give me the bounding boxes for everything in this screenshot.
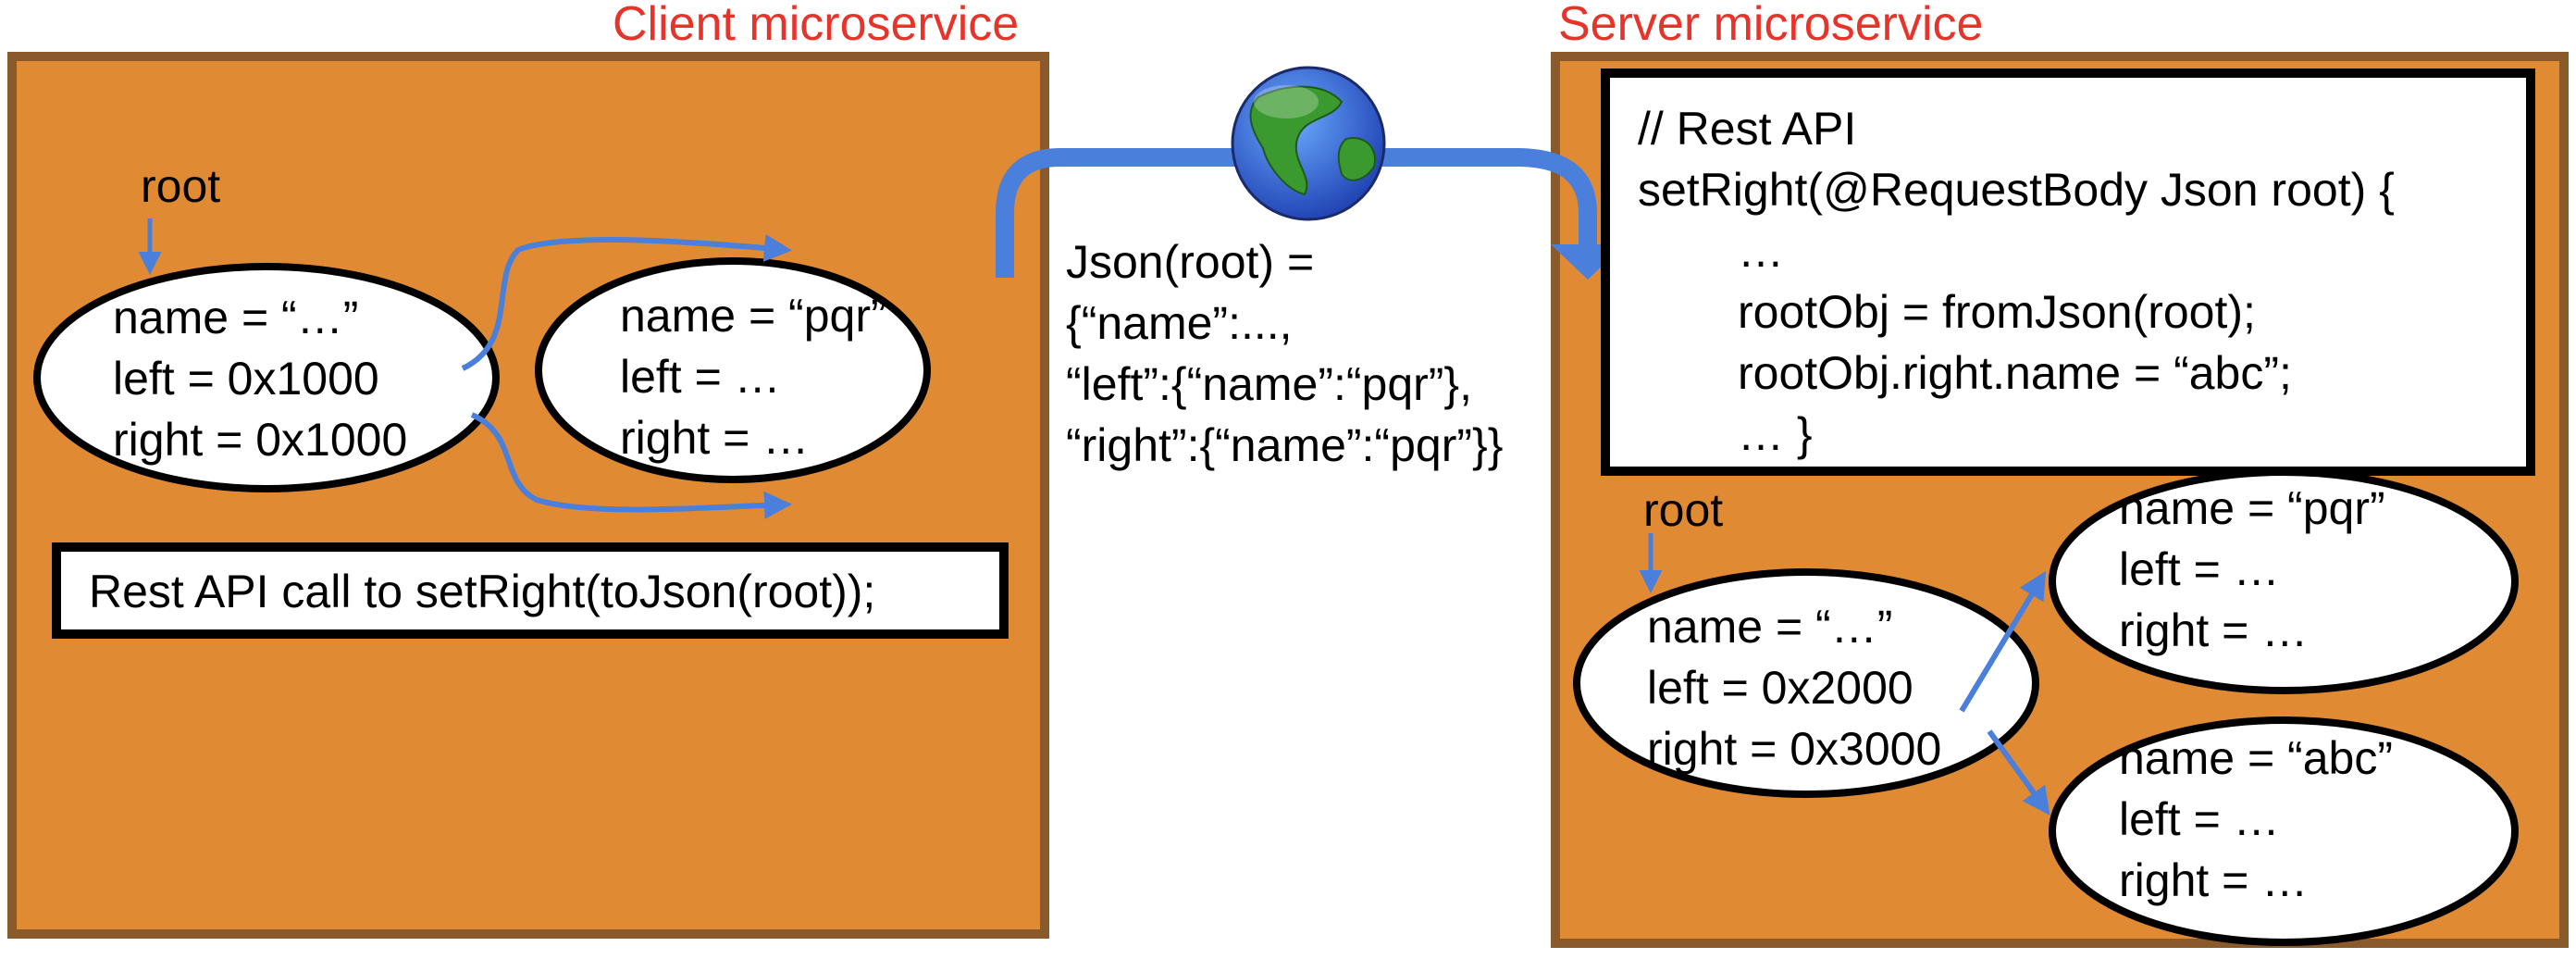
code-line-4: rootObj = fromJson(root);: [1738, 286, 2256, 338]
client-root-right: right = 0x1000: [113, 414, 408, 466]
server-right-right: right = …: [2119, 854, 2309, 906]
server-root-label: root: [1643, 484, 1724, 536]
json-line-2: {“name”:...,: [1066, 297, 1293, 349]
server-root-node: [1573, 568, 2039, 798]
server-right-node: [2049, 716, 2519, 946]
server-left-pointer-arrow: [1959, 570, 2047, 713]
client-panel: [7, 52, 1049, 939]
server-left-name: name = “pqr”: [2119, 482, 2385, 534]
server-right-name: name = “abc”: [2119, 732, 2393, 784]
client-root-left: left = 0x1000: [113, 353, 379, 405]
network-arrow: [996, 148, 1597, 278]
globe-icon: [1231, 66, 1386, 221]
client-root-label: root: [141, 160, 221, 212]
server-title: Server microservice: [1558, 0, 1984, 51]
code-line-2: setRight(@RequestBody Json root) {: [1638, 164, 2395, 216]
server-left-right: right = …: [2119, 604, 2309, 656]
client-left-pointer-arrow: [461, 233, 792, 371]
server-left-left: left = …: [2119, 543, 2280, 595]
client-call-box: Rest API call to setRight(toJson(root));: [52, 542, 1009, 639]
client-title: Client microservice: [613, 0, 1020, 51]
client-child-node: [535, 257, 931, 483]
client-call-text: Rest API call to setRight(toJson(root));: [89, 566, 876, 617]
code-line-3: …: [1738, 225, 1784, 277]
code-line-1: // Rest API: [1638, 103, 1857, 155]
code-line-5: rootObj.right.name = “abc”;: [1738, 347, 2292, 399]
server-code-box: // Rest API setRight(@RequestBody Json r…: [1601, 68, 2535, 476]
server-root-right: right = 0x3000: [1647, 723, 1942, 775]
json-line-4: “right”:{“name”:“pqr”}}: [1066, 419, 1504, 471]
server-right-left: left = …: [2119, 793, 2280, 845]
client-child-right: right = …: [620, 412, 810, 464]
client-child-left: left = …: [620, 351, 781, 403]
server-root-name: name = “…”: [1647, 601, 1893, 653]
client-root-name: name = “…”: [113, 292, 359, 343]
client-root-node: [33, 263, 500, 492]
json-line-1: Json(root) =: [1066, 236, 1315, 288]
code-line-6: … }: [1738, 408, 1813, 460]
client-right-pointer-arrow: [470, 412, 792, 519]
server-root-left: left = 0x2000: [1647, 662, 1913, 714]
server-right-pointer-arrow: [1987, 729, 2050, 816]
json-line-3: “left”:{“name”:“pqr”},: [1066, 358, 1473, 410]
client-child-name: name = “pqr”: [620, 290, 886, 342]
